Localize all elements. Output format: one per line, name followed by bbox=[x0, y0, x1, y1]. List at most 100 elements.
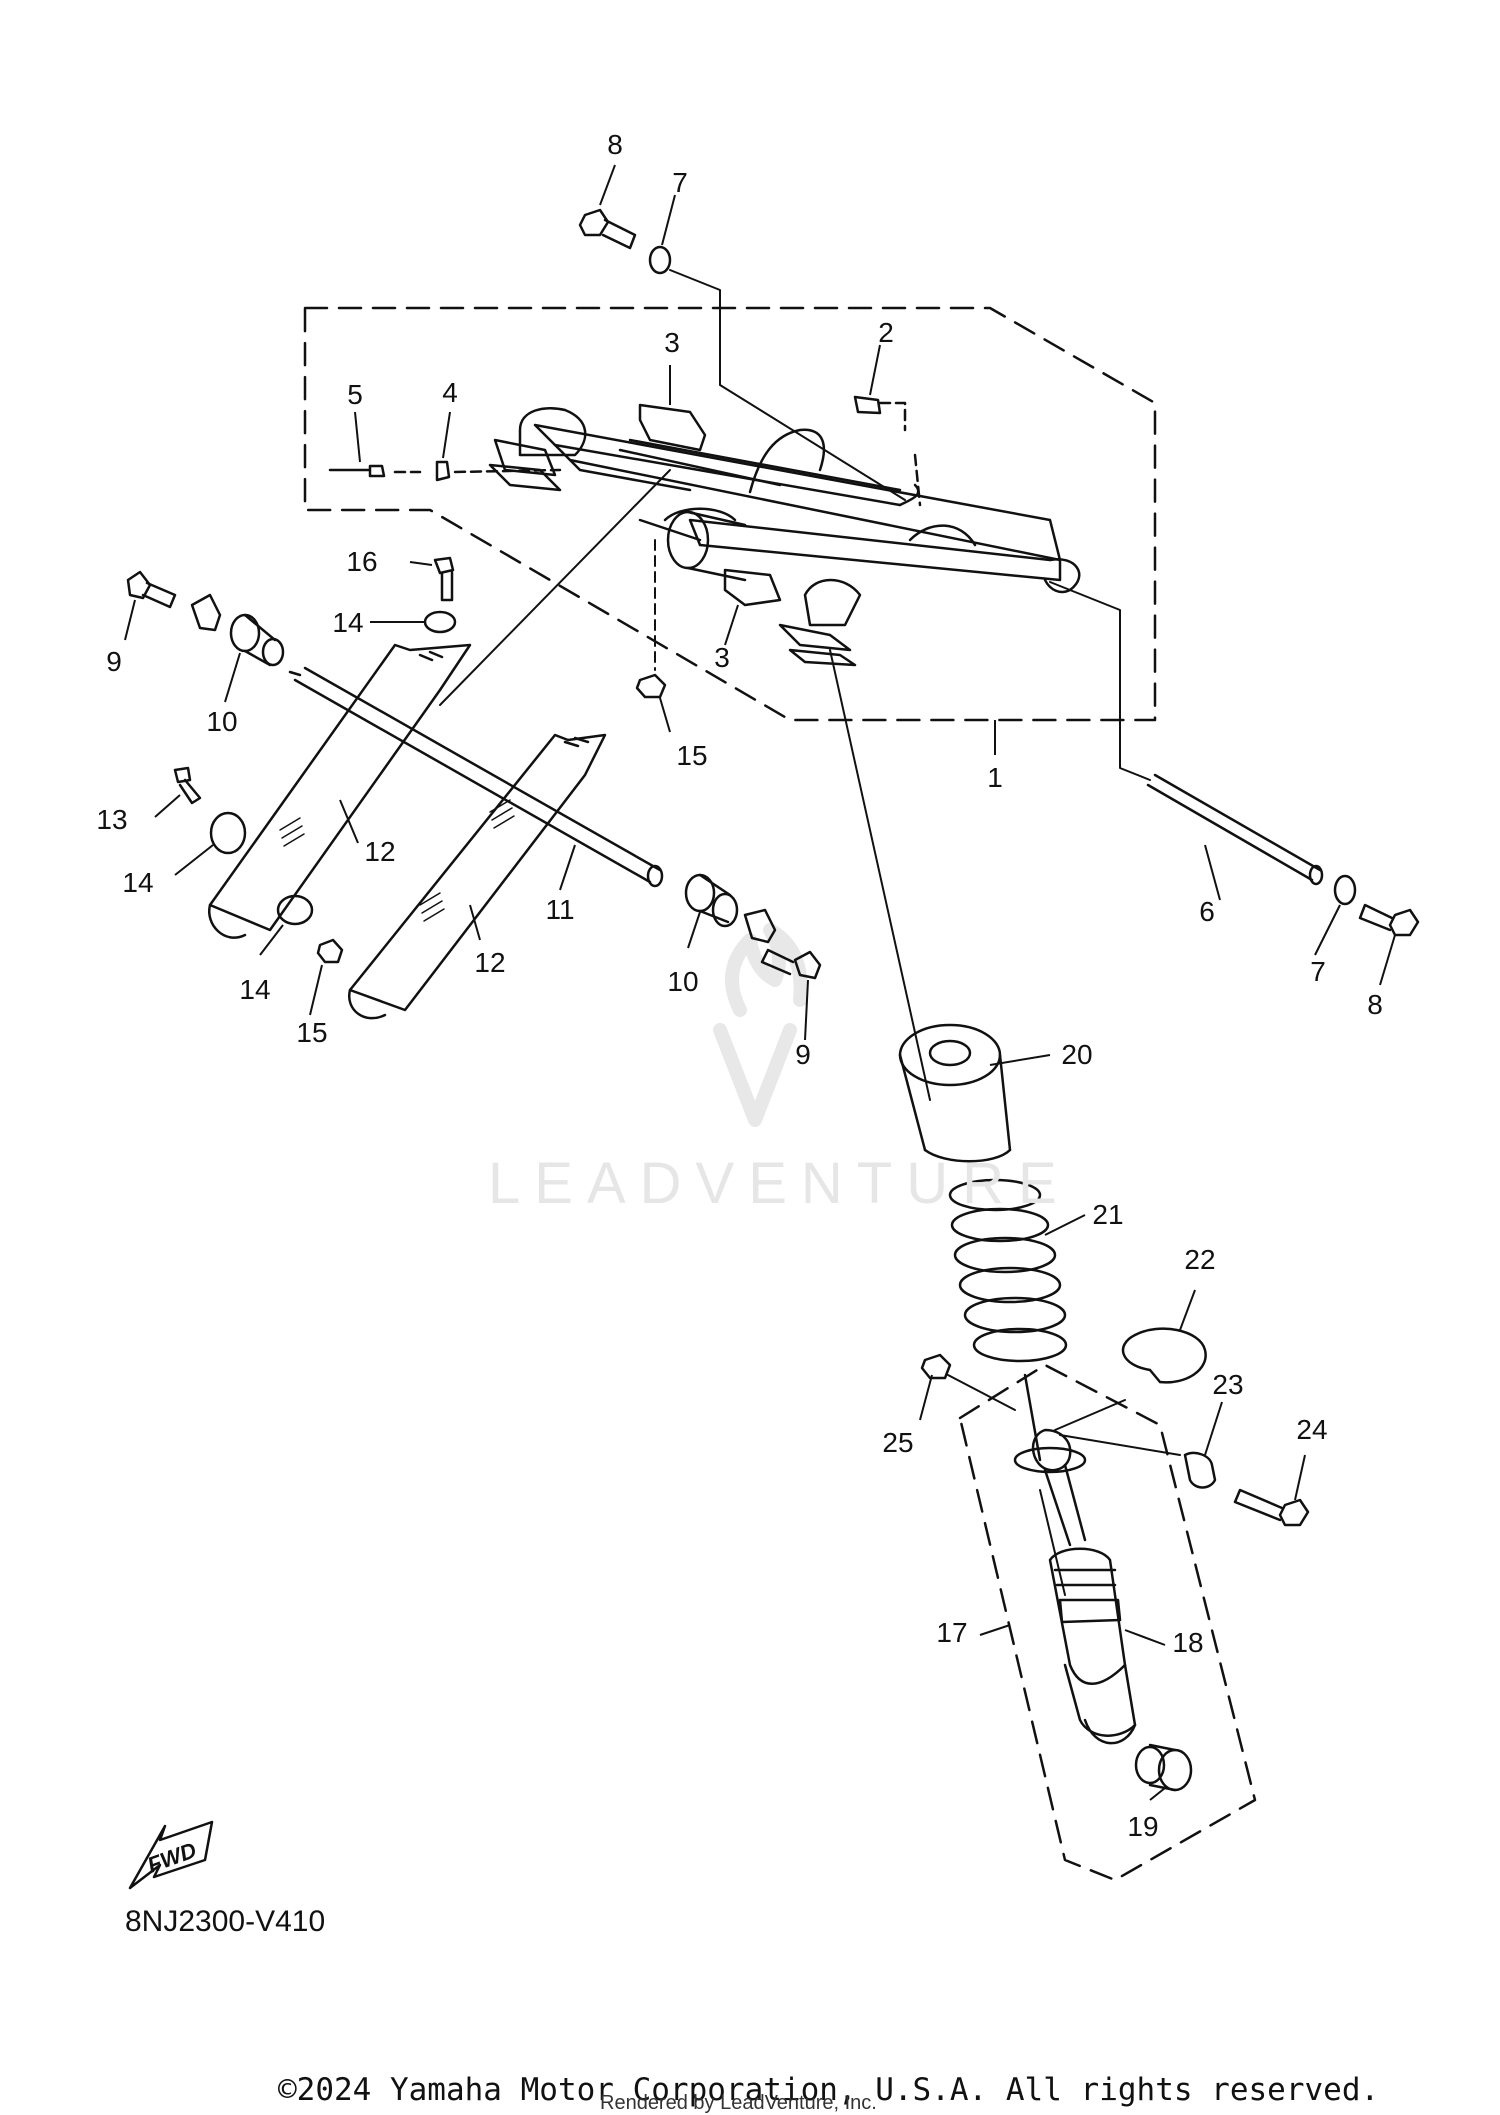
callout-5: 5 bbox=[347, 379, 363, 410]
leader-line bbox=[309, 964, 323, 1016]
leader-line bbox=[804, 979, 809, 1041]
part-10-collar-left bbox=[229, 613, 285, 667]
part-2-grease-fitting bbox=[853, 395, 882, 415]
callout-11: 11 bbox=[545, 894, 575, 925]
part-25-nut bbox=[920, 1353, 952, 1380]
lock-plate-left bbox=[190, 593, 222, 632]
part-4-clip bbox=[435, 460, 451, 482]
part-7-washer-lower bbox=[1333, 874, 1357, 906]
callout-18: 18 bbox=[1172, 1627, 1204, 1658]
part-13-bolt bbox=[173, 766, 202, 805]
leader-line bbox=[869, 344, 881, 396]
part-11-shaft bbox=[288, 666, 664, 888]
part-15-nut-upper bbox=[635, 673, 667, 699]
callout-17: 17 bbox=[936, 1617, 968, 1648]
leader-line bbox=[724, 604, 739, 646]
part-16-bolt bbox=[433, 556, 455, 602]
part-14-washer-middle bbox=[209, 811, 247, 855]
leader-line bbox=[409, 561, 433, 566]
callout-12-right: 12 bbox=[474, 947, 506, 978]
leader-line bbox=[1044, 1214, 1086, 1236]
copyright-notice: ©2024 Yamaha Motor Corporation, U.S.A. A… bbox=[278, 2072, 1380, 2108]
fwd-arrow-icon bbox=[128, 1820, 214, 1890]
part-6-shaft bbox=[1049, 581, 1324, 886]
leader-line bbox=[989, 1054, 1051, 1066]
leader-line bbox=[687, 911, 701, 949]
part-21-spring bbox=[948, 1178, 1068, 1363]
leader-line bbox=[154, 794, 181, 818]
watermark-logo-icon bbox=[713, 923, 808, 1127]
part-22-spring-seat bbox=[1121, 1327, 1207, 1384]
callout-7-upper: 7 bbox=[672, 167, 688, 198]
part-3-lower-slider bbox=[723, 568, 782, 607]
part-14-washer-top bbox=[423, 610, 457, 634]
callout-4: 4 bbox=[442, 377, 458, 408]
callout-23: 23 bbox=[1212, 1369, 1244, 1400]
part-5-rivet bbox=[328, 464, 386, 478]
callout-3-lower: 3 bbox=[714, 642, 730, 673]
leader-line bbox=[661, 194, 676, 246]
leader-line bbox=[1204, 1401, 1223, 1456]
part-18-shock-absorber bbox=[1013, 1373, 1137, 1745]
leader-line bbox=[1379, 934, 1396, 986]
callout-20: 20 bbox=[1061, 1039, 1093, 1070]
callout-16: 16 bbox=[346, 546, 378, 577]
leader-line bbox=[354, 411, 361, 463]
watermark-text: LEADVENTURE bbox=[488, 1151, 1071, 1216]
part-24-bolt bbox=[1233, 1488, 1310, 1527]
part-15-nut-lower bbox=[316, 938, 344, 964]
callout-9-left: 9 bbox=[106, 646, 122, 677]
leader-line bbox=[1149, 1787, 1166, 1801]
pivot-bracket-left bbox=[488, 406, 587, 492]
callout-7-lower: 7 bbox=[1310, 956, 1326, 987]
leader-line bbox=[559, 844, 576, 891]
part-23-collar bbox=[1183, 1451, 1217, 1489]
callout-14-lower: 14 bbox=[239, 974, 271, 1005]
leader-line bbox=[124, 599, 136, 641]
lock-plate-right bbox=[743, 908, 777, 944]
callout-22: 22 bbox=[1184, 1244, 1216, 1275]
callout-2: 2 bbox=[878, 317, 894, 348]
leader-line bbox=[442, 411, 451, 459]
part-7-washer-upper bbox=[648, 245, 672, 275]
leader-line bbox=[1294, 1454, 1306, 1501]
callout-14-middle: 14 bbox=[122, 867, 154, 898]
leader-line bbox=[174, 844, 214, 876]
callout-8-upper: 8 bbox=[607, 129, 623, 160]
leader-line bbox=[1314, 904, 1341, 956]
damper-assembly-boundary bbox=[958, 1363, 1257, 1882]
leader-line bbox=[1179, 1289, 1196, 1331]
part-19-bushing bbox=[1134, 1743, 1193, 1792]
rendered-by-notice: Rendered by LeadVenture, Inc. bbox=[600, 2092, 877, 2114]
callout-3-upper: 3 bbox=[664, 327, 680, 358]
swingarm-assembly-boundary bbox=[303, 306, 1157, 722]
leader-line bbox=[659, 697, 671, 733]
diagram-code: 8NJ2300-V410 bbox=[125, 1905, 326, 1938]
pivot-tube bbox=[663, 507, 747, 582]
callout-25: 25 bbox=[882, 1427, 914, 1458]
callout-24: 24 bbox=[1296, 1414, 1328, 1445]
callout-15-lower: 15 bbox=[296, 1017, 328, 1048]
part-8-bolt-lower bbox=[1358, 903, 1420, 937]
leader-line bbox=[259, 924, 284, 956]
part-3-upper-slider bbox=[638, 403, 707, 452]
leader-line bbox=[979, 1624, 1011, 1636]
arm-hatch bbox=[279, 799, 515, 922]
callout-15-upper: 15 bbox=[676, 740, 708, 771]
part-14-washer-lower bbox=[276, 894, 314, 926]
callout-13: 13 bbox=[96, 804, 128, 835]
part-9-bolt-left bbox=[126, 570, 177, 609]
leader-line bbox=[469, 904, 481, 941]
callout-8-lower: 8 bbox=[1367, 989, 1383, 1020]
leader-line bbox=[599, 164, 616, 206]
part-10-collar-right bbox=[684, 873, 739, 928]
callout-19: 19 bbox=[1127, 1811, 1159, 1842]
part-8-bolt-upper bbox=[578, 208, 637, 250]
part-12-arm-left bbox=[207, 643, 472, 939]
part-9-bolt-right bbox=[760, 948, 822, 980]
callout-12-left: 12 bbox=[364, 836, 396, 867]
pivot-bracket-right bbox=[778, 578, 862, 667]
callout-6: 6 bbox=[1199, 896, 1215, 927]
leader-line bbox=[919, 1374, 933, 1421]
